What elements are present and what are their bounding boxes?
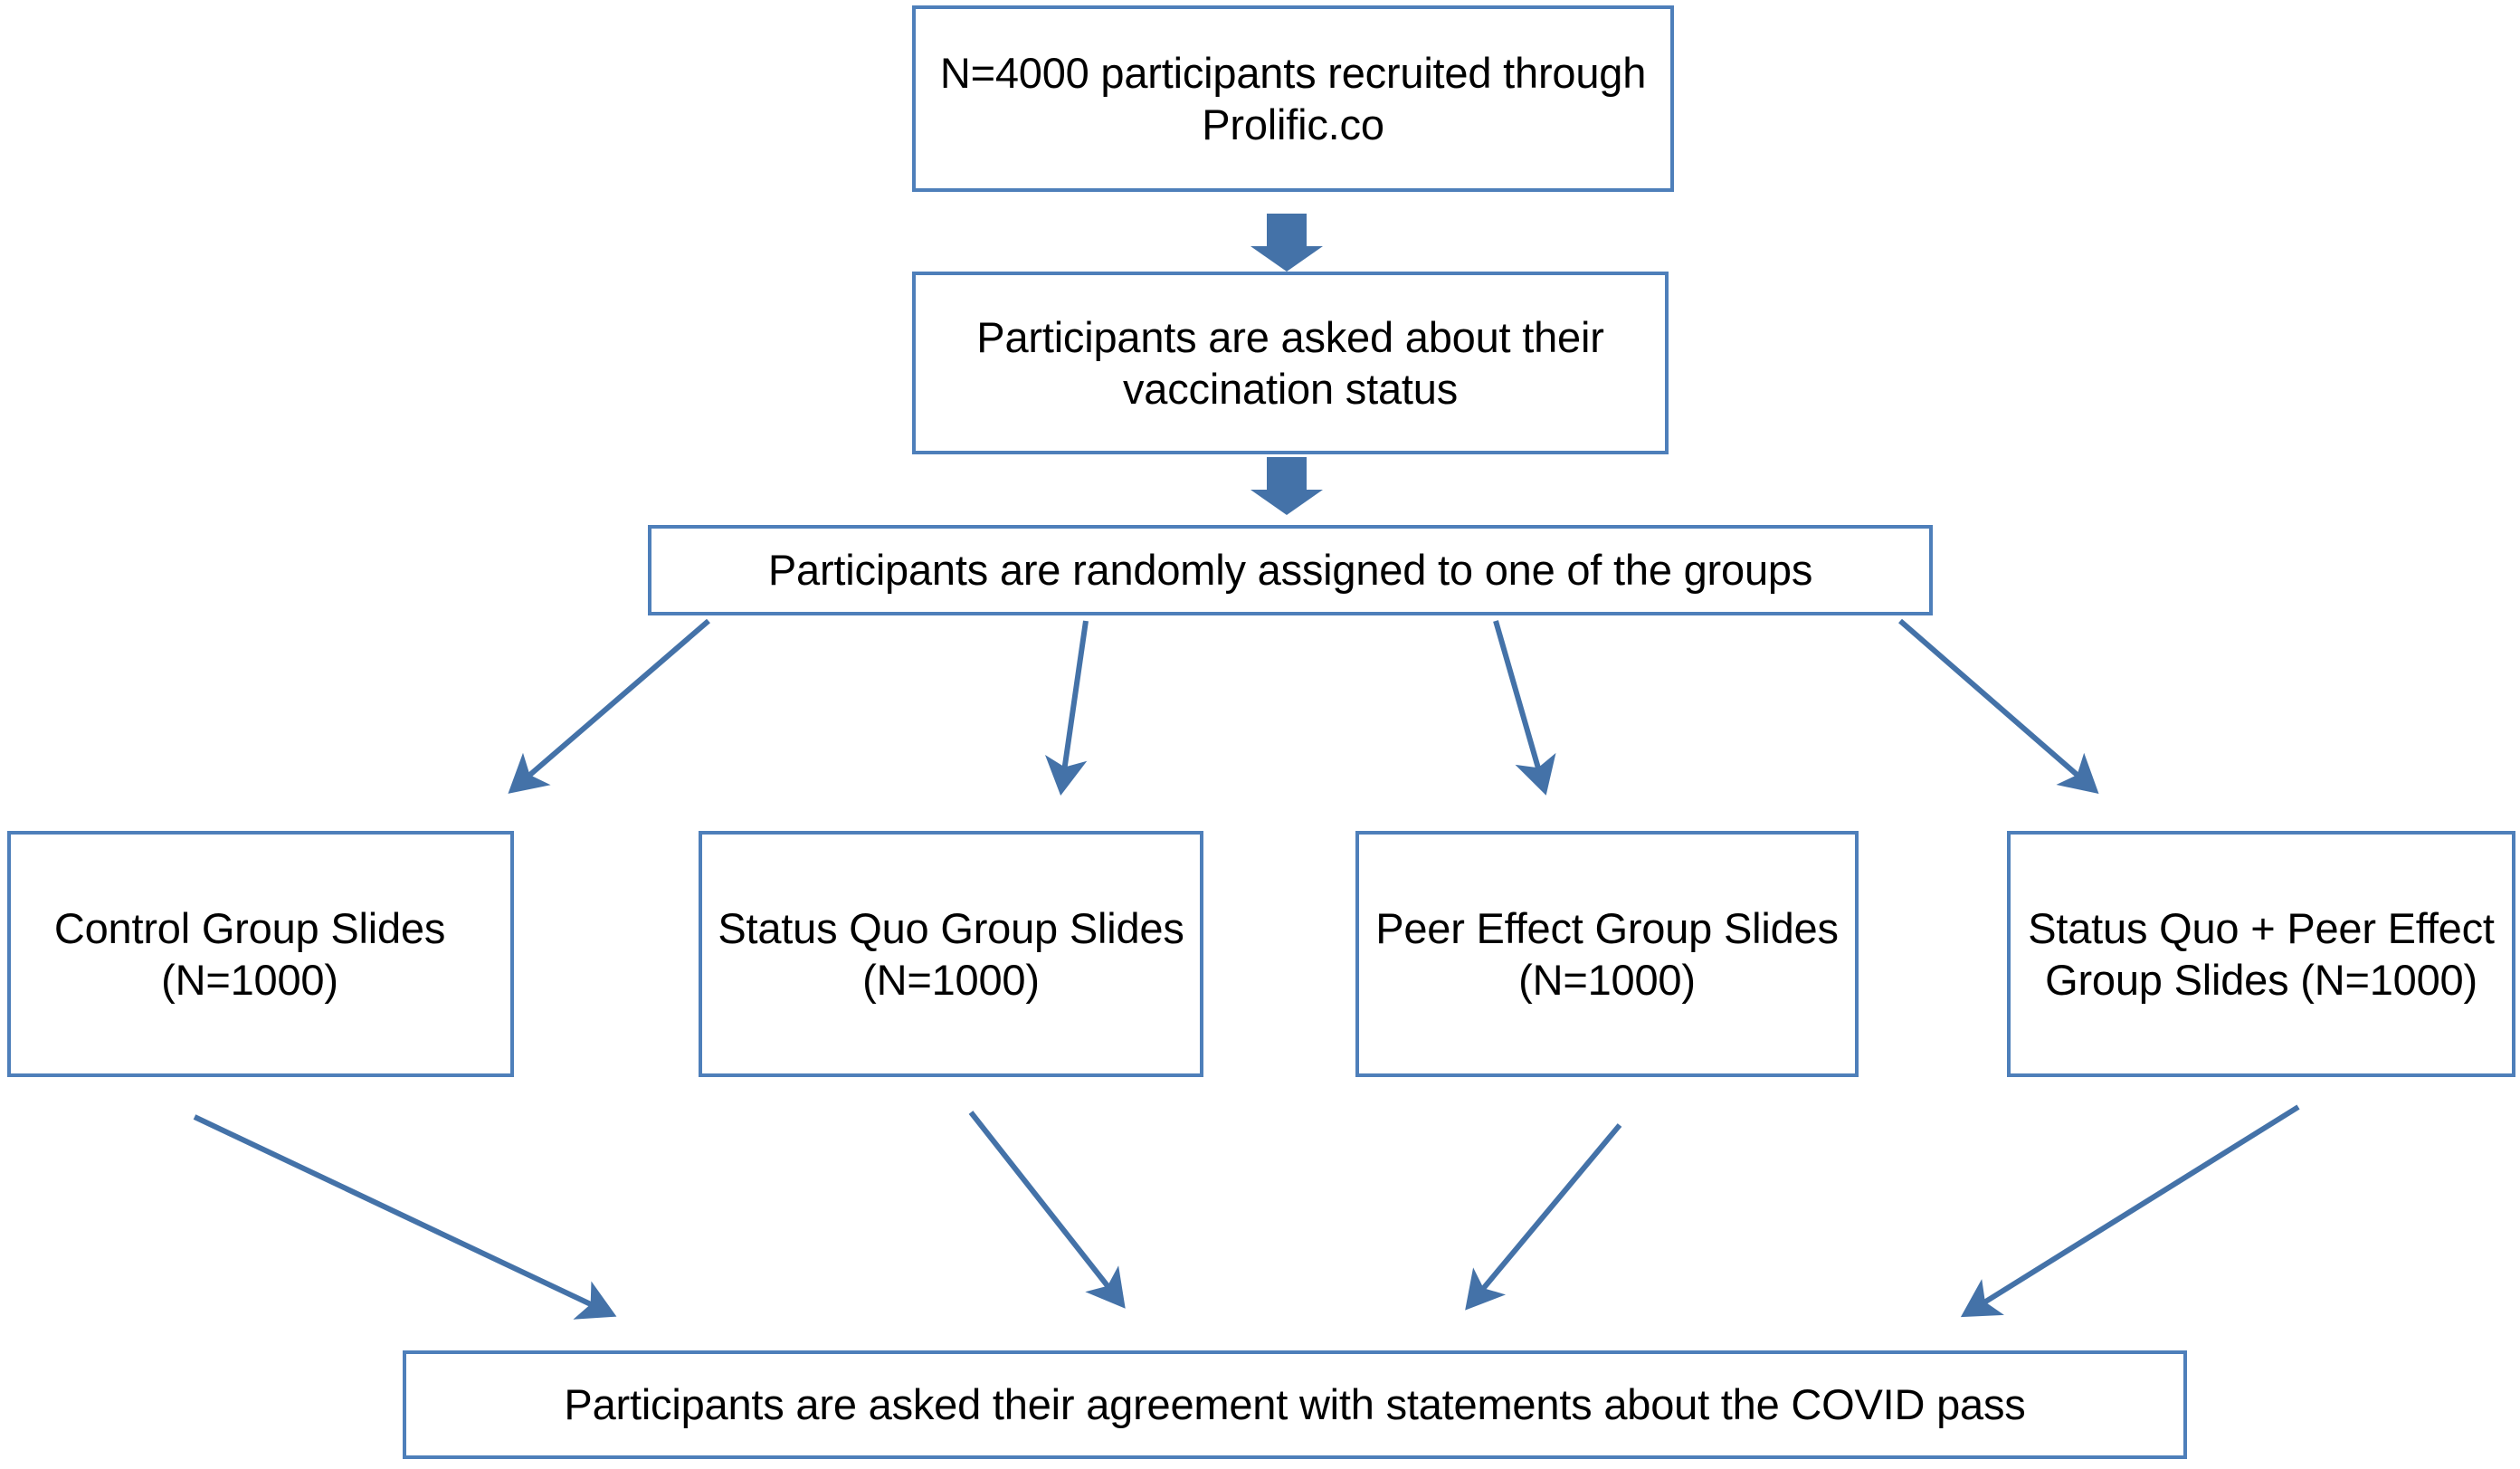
arrow-assignment-to-status-quo-peer-effect bbox=[1898, 618, 2099, 794]
node-status-quo-group: Status Quo Group Slides (N=1000) bbox=[699, 831, 1203, 1077]
block-arrow-recruited-to-vaccination-status bbox=[1250, 214, 1323, 272]
arrow-control-to-agreement bbox=[193, 1114, 617, 1320]
node-recruited-participants-label: N=4000 participants recruited through Pr… bbox=[939, 48, 1647, 148]
node-random-assignment-label: Participants are randomly assigned to on… bbox=[767, 546, 1813, 595]
arrow-assignment-to-control bbox=[508, 618, 710, 794]
arrow-status-quo-to-agreement bbox=[968, 1111, 1126, 1309]
node-vaccination-status-label: Participants are asked about their vacci… bbox=[976, 312, 1604, 413]
block-arrow-vaccination-status-to-assignment bbox=[1250, 457, 1323, 515]
node-control-group: Control Group Slides (N=1000) bbox=[7, 831, 514, 1077]
node-vaccination-status: Participants are asked about their vacci… bbox=[912, 272, 1669, 454]
node-peer-effect-group-label: Peer Effect Group Slides (N=1000) bbox=[1375, 903, 1839, 1004]
node-status-quo-peer-effect-group: Status Quo + Peer Effect Group Slides (N… bbox=[2007, 831, 2515, 1077]
arrow-peer-effect-to-agreement bbox=[1465, 1123, 1622, 1311]
arrow-assignment-to-peer-effect bbox=[1493, 620, 1556, 796]
node-agreement-statements-label: Participants are asked their agreement w… bbox=[564, 1380, 2026, 1429]
node-control-group-label: Control Group Slides (N=1000) bbox=[53, 903, 446, 1004]
node-status-quo-peer-effect-group-label: Status Quo + Peer Effect Group Slides (N… bbox=[2028, 903, 2495, 1004]
arrow-status-quo-peer-effect-to-agreement bbox=[1960, 1104, 2300, 1318]
node-status-quo-group-label: Status Quo Group Slides (N=1000) bbox=[718, 903, 1184, 1004]
arrow-assignment-to-status-quo bbox=[1044, 620, 1089, 796]
node-agreement-statements: Participants are asked their agreement w… bbox=[403, 1350, 2187, 1459]
node-recruited-participants: N=4000 participants recruited through Pr… bbox=[912, 5, 1674, 192]
node-random-assignment: Participants are randomly assigned to on… bbox=[648, 525, 1933, 615]
node-peer-effect-group: Peer Effect Group Slides (N=1000) bbox=[1355, 831, 1859, 1077]
